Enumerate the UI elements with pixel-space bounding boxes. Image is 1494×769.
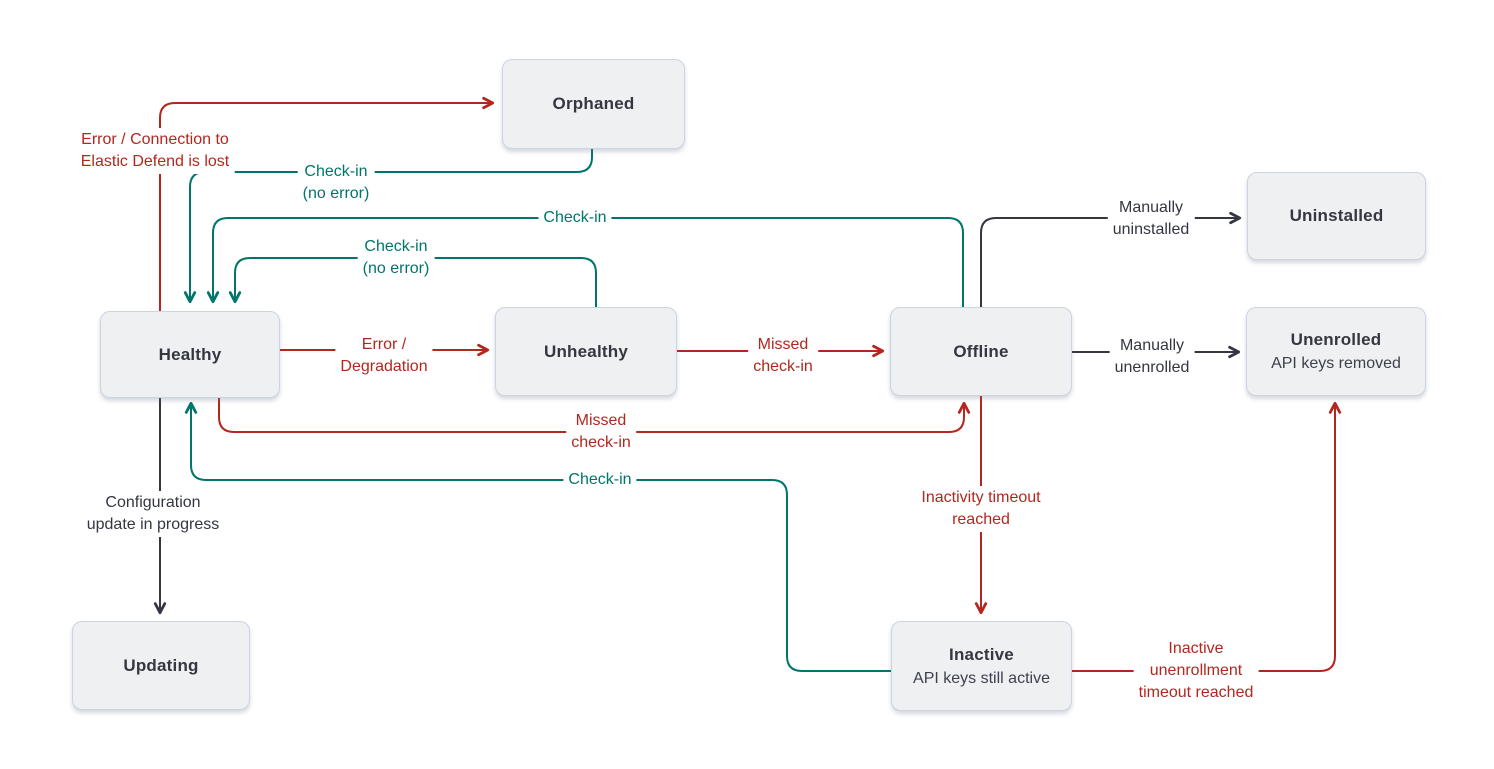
node-unhealthy: Unhealthy — [495, 307, 677, 396]
node-unenrolled-subtitle: API keys removed — [1271, 355, 1401, 372]
node-offline-title: Offline — [953, 341, 1009, 361]
node-healthy: Healthy — [100, 311, 280, 398]
node-inactive: Inactive API keys still active — [891, 621, 1072, 711]
node-orphaned-title: Orphaned — [552, 94, 635, 113]
node-orphaned: Orphaned — [502, 59, 685, 149]
edge-orphaned-to-healthy — [183, 147, 593, 304]
edge-label-checkin-no-error-orphaned: Check-in(no error) — [297, 160, 375, 206]
node-uninstalled: Uninstalled — [1247, 172, 1426, 260]
edge-inactive-to-unenrolled — [1070, 401, 1342, 672]
edge-label-error-degradation: Error /Degradation — [335, 333, 433, 379]
node-updating: Updating — [72, 621, 250, 710]
edge-label-checkin-no-error-unhealthy: Check-in(no error) — [357, 235, 435, 281]
node-updating-title: Updating — [123, 655, 199, 675]
edge-offline-to-healthy — [206, 217, 964, 307]
node-unenrolled: Unenrolled API keys removed — [1246, 307, 1426, 396]
node-inactive-title: Inactive — [949, 644, 1014, 664]
edge-label-checkin-inactive: Check-in — [563, 468, 637, 492]
edge-healthy-to-orphaned — [159, 96, 495, 311]
node-unhealthy-title: Unhealthy — [544, 341, 628, 361]
node-uninstalled-title: Uninstalled — [1289, 206, 1384, 225]
node-offline: Offline — [890, 307, 1072, 396]
node-unenrolled-title: Unenrolled — [1290, 330, 1382, 349]
edge-inactive-to-healthy — [184, 401, 891, 672]
node-healthy-title: Healthy — [158, 344, 222, 364]
edge-label-checkin-offline: Check-in — [538, 206, 612, 230]
edge-offline-to-uninstalled — [980, 211, 1242, 307]
node-inactive-subtitle: API keys still active — [913, 669, 1050, 687]
